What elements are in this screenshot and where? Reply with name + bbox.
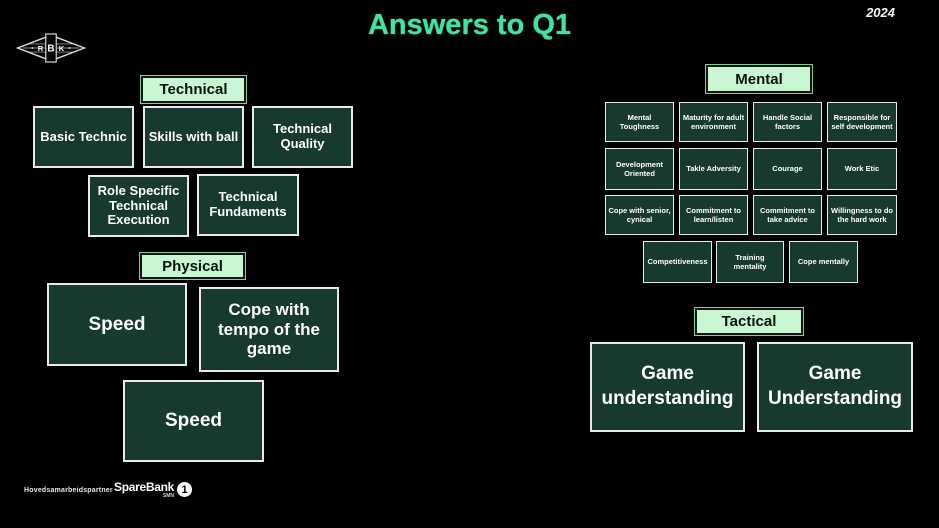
- mental-box-cope-with-senior-cynical: Cope with senior, cynical: [605, 195, 674, 235]
- mental-box-development-oriented: Development Oriented: [605, 148, 674, 190]
- mental-box-work-etic: Work Etic: [827, 148, 897, 190]
- mental-box-responsible-self-development: Responsible for self development: [827, 102, 897, 142]
- rbk-letter-b: B: [47, 44, 54, 55]
- sparebank-1-badge-icon: 1: [177, 482, 192, 497]
- technical-box-basic-technic: Basic Technic: [33, 106, 134, 168]
- mental-box-training-mentality: Training mentality: [716, 241, 784, 283]
- rbk-club-logo-icon: B R K: [16, 33, 86, 63]
- rbk-letter-r: R: [38, 44, 44, 53]
- tactical-box-game-understanding-2: Game Understanding: [757, 342, 913, 432]
- mental-box-maturity-adult-environment: Maturity for adult environment: [679, 102, 748, 142]
- tactical-section-header: Tactical: [695, 308, 803, 335]
- sparebank-name: SpareBank: [114, 480, 174, 494]
- technical-box-technical-fundaments: Technical Fundaments: [197, 174, 299, 236]
- partner-label: Hovedsamarbeidspartner: [24, 487, 113, 494]
- tactical-box-game-understanding-1: Game understanding: [590, 342, 745, 432]
- mental-box-willingness-hard-work: Willingness to do the hard work: [827, 195, 897, 235]
- technical-box-technical-quality: Technical Quality: [252, 106, 353, 168]
- physical-section-header: Physical: [140, 253, 245, 279]
- mental-box-mental-toughness: Mental Toughness: [605, 102, 674, 142]
- sparebank-logo: SpareBank SMN 1: [114, 480, 192, 499]
- rbk-letter-k: K: [59, 44, 65, 53]
- physical-box-cope-with-tempo: Cope with tempo of the game: [199, 287, 339, 372]
- physical-box-speed-1: Speed: [47, 283, 187, 366]
- sparebank-unit: SMN: [162, 493, 174, 499]
- physical-box-speed-2: Speed: [123, 380, 264, 462]
- mental-box-handle-social-factors: Handle Social factors: [753, 102, 822, 142]
- mental-box-courage: Courage: [753, 148, 822, 190]
- technical-box-role-specific-execution: Role Specific Technical Execution: [88, 175, 189, 237]
- year-label: 2024: [866, 5, 895, 20]
- mental-box-commitment-learn-listen: Commitment to learn/listen: [679, 195, 748, 235]
- mental-section-header: Mental: [706, 65, 812, 93]
- technical-section-header: Technical: [141, 76, 246, 103]
- mental-box-cope-mentally: Cope mentally: [789, 241, 858, 283]
- mental-box-competitiveness: Competitiveness: [643, 241, 712, 283]
- technical-box-skills-with-ball: Skills with ball: [143, 106, 244, 168]
- slide-title: Answers to Q1: [367, 9, 572, 41]
- mental-box-takle-adversity: Takle Adversity: [679, 148, 748, 190]
- mental-box-commitment-take-advice: Commitment to take advice: [753, 195, 822, 235]
